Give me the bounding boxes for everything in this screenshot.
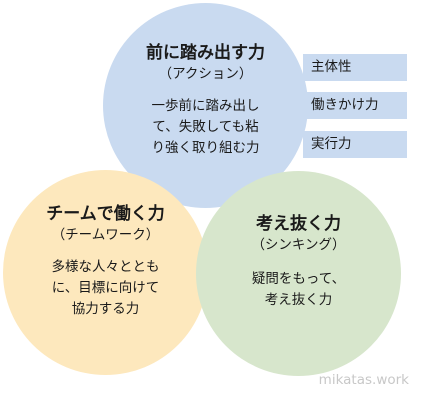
thinking-circle	[196, 171, 401, 376]
teamwork-title: チームで働く力	[46, 204, 165, 224]
thinking-description-line: 疑問をもって、	[251, 271, 346, 287]
teamwork-description: 多様な人々ととも に、目標に向けて 協力する力	[3, 257, 208, 320]
tag-influence: 働きかけ力	[303, 92, 407, 119]
teamwork-text-block: チームで働く力 （チームワーク） 多様な人々ととも に、目標に向けて 協力する力	[3, 203, 208, 320]
tag-initiative: 主体性	[303, 54, 407, 81]
teamwork-circle	[3, 170, 208, 375]
action-description: 一歩前に踏み出し て、失敗しても粘 り強く取り組む力	[103, 96, 308, 159]
teamwork-description-line: 多様な人々ととも	[51, 259, 160, 275]
thinking-title: 考え抜く力	[256, 214, 341, 234]
thinking-description-line: 考え抜く力	[264, 292, 333, 308]
action-text-block: 前に踏み出す力 （アクション） 一歩前に踏み出し て、失敗しても粘 り強く取り組…	[103, 42, 308, 159]
teamwork-subtitle: （チームワーク）	[51, 227, 160, 243]
action-description-line: り強く取り組む力	[151, 140, 260, 156]
thinking-subtitle: （シンキング）	[251, 237, 346, 253]
teamwork-description-line: に、目標に向けて	[51, 280, 160, 296]
thinking-description: 疑問をもって、 考え抜く力	[196, 269, 401, 311]
action-description-line: 一歩前に踏み出し	[151, 98, 260, 114]
action-description-line: て、失敗しても粘	[152, 119, 259, 135]
action-subtitle: （アクション）	[158, 66, 253, 82]
watermark-text: mikatas.work	[318, 372, 409, 388]
action-title: 前に踏み出す力	[146, 43, 265, 63]
thinking-text-block: 考え抜く力 （シンキング） 疑問をもって、 考え抜く力	[196, 213, 401, 311]
teamwork-description-line: 協力する力	[71, 301, 140, 317]
tag-execution: 実行力	[303, 131, 407, 158]
